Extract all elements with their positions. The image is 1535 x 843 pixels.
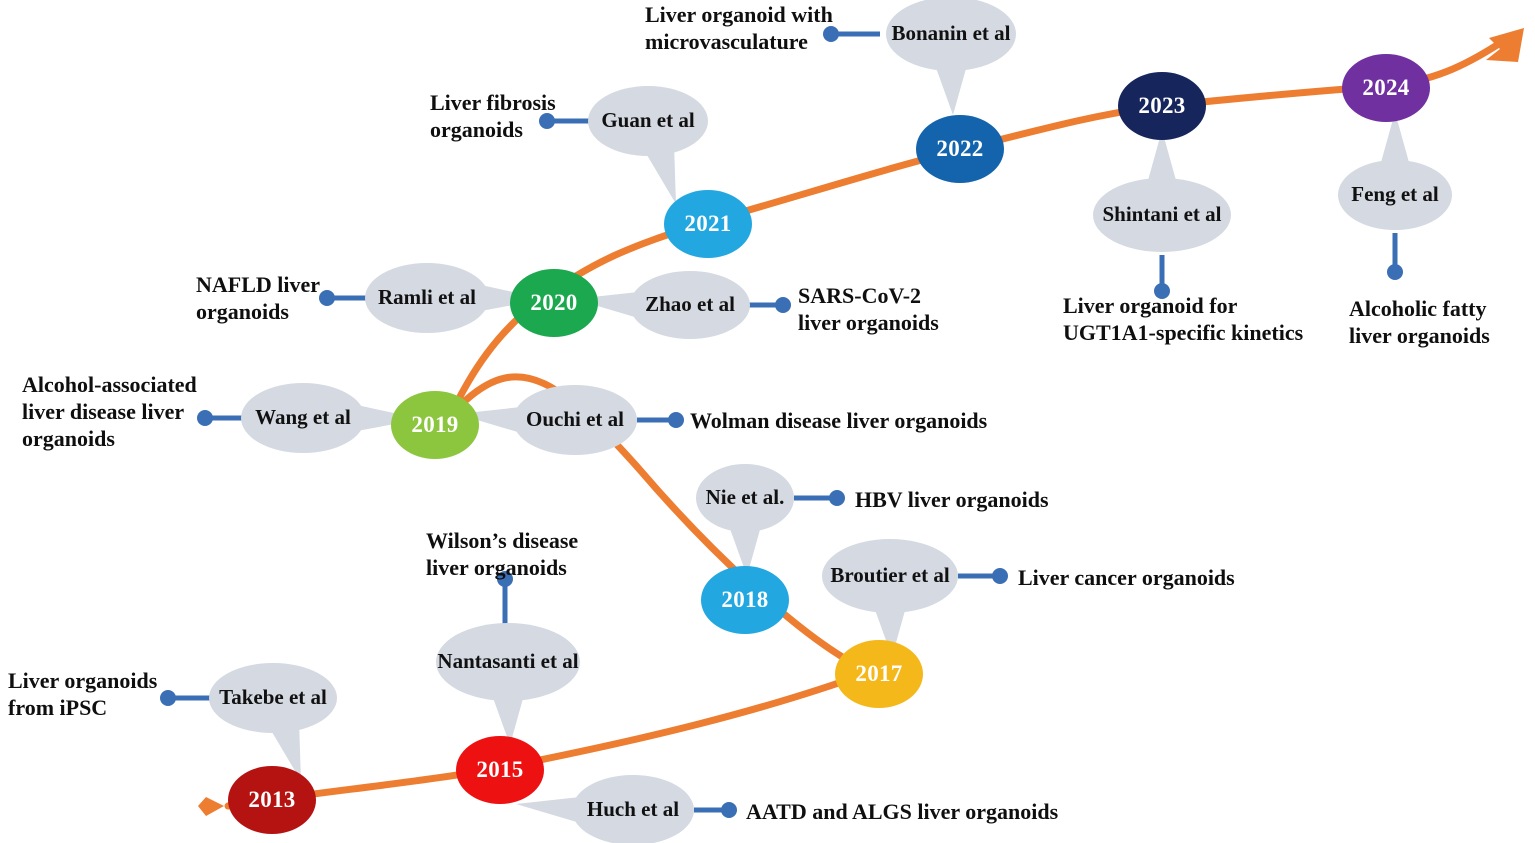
topic-label-d-bonanin: Liver organoid with microvasculature (645, 2, 833, 54)
topic-label-d-ramli: NAFLD liver organoids (196, 272, 321, 324)
year-node-2020[interactable]: 2020 (510, 269, 598, 337)
year-node-label: 2021 (684, 211, 732, 236)
connector-dot-c-nie (829, 490, 845, 506)
bubble-tail-nie (729, 526, 761, 576)
connectors-group (160, 26, 1403, 818)
bubble-tail-huch (516, 797, 580, 823)
connector-dot-c-feng (1387, 264, 1403, 280)
author-bubble-guan[interactable]: Guan et al (588, 86, 708, 156)
topic-label-d-guan: Liver fibrosis organoids (430, 90, 556, 142)
topic-label-d-nie: HBV liver organoids (855, 487, 1049, 512)
year-node-label: 2023 (1138, 93, 1186, 118)
topic-label-d-huch: AATD and ALGS liver organoids (746, 799, 1059, 824)
year-node-label: 2013 (248, 787, 296, 812)
year-node-label: 2020 (530, 290, 578, 315)
author-bubble-label: Bonanin et al (891, 21, 1011, 46)
year-node-2019[interactable]: 2019 (391, 391, 479, 459)
bubble-tail-shintani (1147, 130, 1177, 184)
year-node-label: 2017 (855, 661, 903, 686)
connector-dot-c-guan (539, 113, 555, 129)
year-node-2021[interactable]: 2021 (664, 190, 752, 258)
year-node-2018[interactable]: 2018 (701, 566, 789, 634)
connector-dot-c-ouchi (668, 412, 684, 428)
topic-label-d-wang: Alcohol-associated liver disease liver o… (22, 372, 197, 451)
year-node-2013[interactable]: 2013 (228, 766, 316, 834)
timeline-arrowhead-left (198, 797, 224, 816)
topic-label-d-feng: Alcoholic fatty liver organoids (1349, 296, 1490, 348)
bubble-tail-bonanin (935, 65, 967, 115)
author-bubble-takebe[interactable]: Takebe et al (209, 663, 337, 733)
author-bubble-shintani[interactable]: Shintani et al (1093, 178, 1231, 252)
author-bubble-label: Feng et al (1351, 182, 1439, 207)
author-bubble-label: Huch et al (586, 797, 680, 822)
year-node-label: 2022 (936, 136, 984, 161)
connector-dot-c-huch (721, 802, 737, 818)
bubble-tail-wang (357, 405, 421, 431)
bubble-tail-nantasanti (492, 695, 524, 745)
topic-label-d-zhao: SARS-CoV-2 liver organoids (798, 283, 939, 335)
author-bubble-wang[interactable]: Wang et al (241, 383, 365, 453)
author-bubble-label: Takebe et al (219, 685, 327, 710)
connector-dot-c-takebe (160, 690, 176, 706)
year-node-2022[interactable]: 2022 (916, 115, 1004, 183)
bubble-tails-group (269, 65, 1410, 823)
year-node-2017[interactable]: 2017 (835, 640, 923, 708)
author-bubble-feng[interactable]: Feng et al (1338, 160, 1452, 230)
author-bubble-ramli[interactable]: Ramli et al (365, 263, 489, 333)
author-bubble-huch[interactable]: Huch et al (572, 775, 694, 843)
author-bubble-label: Wang et al (255, 405, 351, 430)
author-bubble-broutier[interactable]: Broutier et al (822, 539, 958, 613)
author-bubble-label: Broutier et al (830, 563, 950, 588)
connector-dot-c-nantasanti (497, 571, 513, 587)
author-bubble-label: Shintani et al (1102, 202, 1222, 227)
bubble-tail-guan (644, 144, 676, 204)
year-node-2024[interactable]: 2024 (1342, 54, 1430, 122)
author-bubble-zhao[interactable]: Zhao et al (630, 271, 750, 339)
connector-dot-c-bonanin (823, 26, 839, 42)
connector-dot-c-broutier (992, 568, 1008, 584)
author-bubble-label: Guan et al (601, 108, 695, 133)
author-bubble-bonanin[interactable]: Bonanin et al (886, 0, 1016, 71)
connector-dot-c-wang (197, 410, 213, 426)
connector-dot-c-zhao (775, 297, 791, 313)
year-node-label: 2015 (476, 757, 524, 782)
bubble-tail-broutier (874, 607, 906, 657)
author-bubble-label: Zhao et al (645, 292, 735, 317)
author-bubble-nie[interactable]: Nie et al. (696, 464, 794, 532)
topic-label-d-shintani: Liver organoid for UGT1A1-specific kinet… (1063, 293, 1304, 345)
topic-label-d-ouchi: Wolman disease liver organoids (690, 408, 988, 433)
bubble-tail-takebe (269, 721, 301, 781)
connector-dot-c-ramli (319, 290, 335, 306)
author-bubble-nantasanti[interactable]: Nantasanti et al (436, 623, 580, 701)
author-bubble-label: Ramli et al (378, 285, 476, 310)
author-bubble-label: Nantasanti et al (437, 649, 579, 674)
author-bubble-label: Nie et al. (705, 485, 785, 510)
author-bubble-ouchi[interactable]: Ouchi et al (513, 385, 637, 455)
topic-label-d-broutier: Liver cancer organoids (1018, 565, 1235, 590)
topic-label-d-nantasanti: Wilson’s disease liver organoids (426, 528, 579, 580)
year-node-2023[interactable]: 2023 (1118, 72, 1206, 140)
author-bubble-label: Ouchi et al (526, 407, 624, 432)
connector-dot-c-shintani (1154, 283, 1170, 299)
year-node-2015[interactable]: 2015 (456, 736, 544, 804)
year-node-label: 2024 (1362, 75, 1410, 100)
timeline-arrowhead-right (1486, 28, 1524, 62)
year-node-label: 2018 (721, 587, 769, 612)
bubble-tail-feng (1380, 112, 1410, 166)
year-node-label: 2019 (411, 412, 459, 437)
topic-label-d-takebe: Liver organoids from iPSC (8, 668, 158, 720)
